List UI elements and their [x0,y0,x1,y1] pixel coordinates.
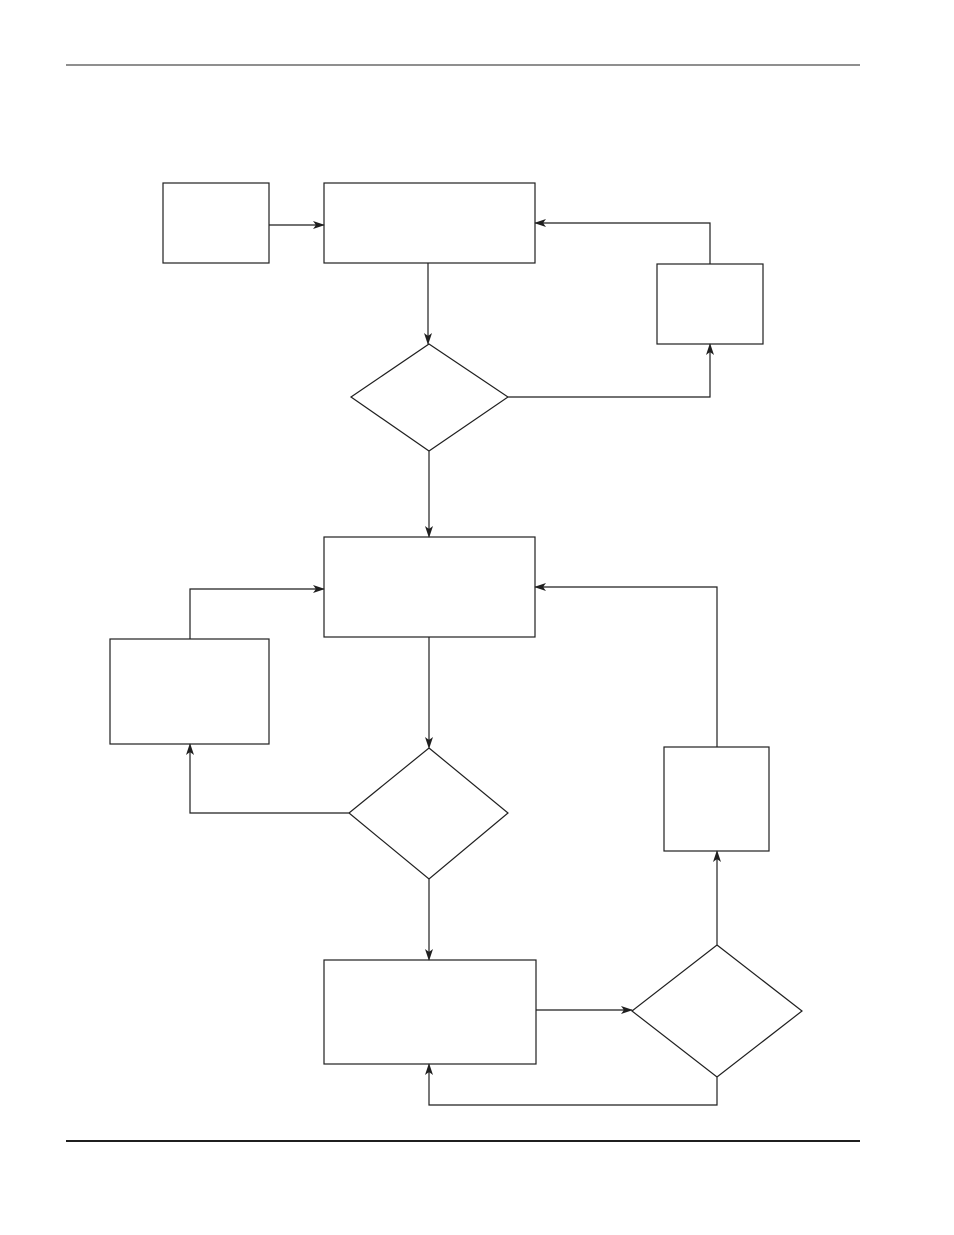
start-box [162,182,270,264]
edge-decision-2-to-side-left [186,743,349,814]
decision-diamond-2 [348,747,509,880]
process-top-box [323,182,536,264]
decision-diamond-1 [349,343,510,452]
process-bottom-box [323,959,537,1065]
edge-decision-3-to-process-bottom [425,1063,718,1106]
process-middle-box [323,536,536,638]
edge-decision-1-to-side-top-right [508,343,714,398]
edge-side-top-right-to-process-top [534,219,711,264]
side-box-right [663,746,770,852]
edge-side-left-to-process-middle [189,585,325,639]
side-box-left [109,638,270,745]
decision-diamond-3 [631,944,803,1078]
edge-side-right-to-process-middle [534,583,718,747]
side-box-top-right [656,263,764,345]
